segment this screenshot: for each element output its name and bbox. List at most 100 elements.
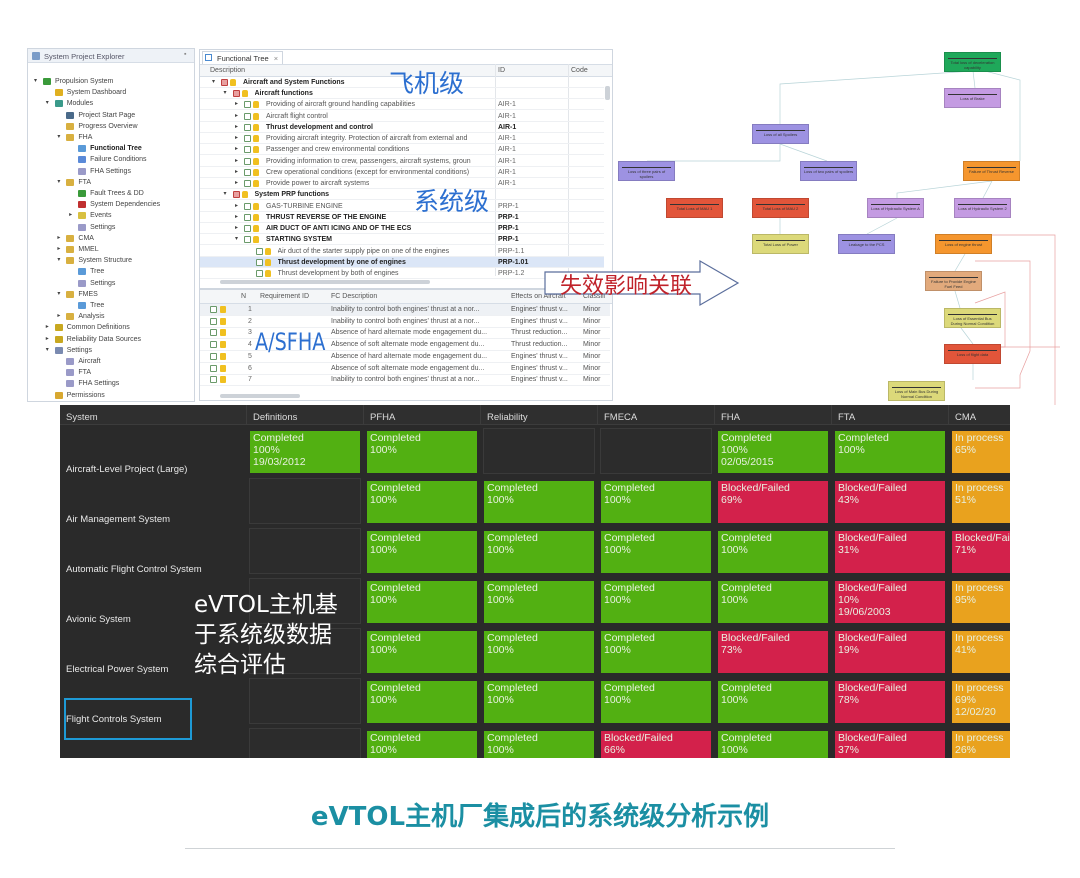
- checkbox-icon[interactable]: [210, 341, 217, 349]
- chevron-down-icon[interactable]: ▾: [57, 257, 61, 264]
- column-header-pfha[interactable]: PFHA: [364, 405, 481, 425]
- explorer-item[interactable]: ▸Common Definitions: [28, 322, 194, 333]
- checkbox-icon[interactable]: [244, 225, 251, 233]
- tree-row[interactable]: ▾Aircraft and System Functions: [200, 77, 604, 88]
- checkbox-icon[interactable]: [244, 146, 251, 154]
- tree-row[interactable]: ▸Providing information to crew, passenge…: [200, 156, 604, 167]
- function-group-icon[interactable]: [221, 79, 228, 86]
- explorer-item[interactable]: Tree: [28, 300, 194, 311]
- explorer-item[interactable]: Tree: [28, 266, 194, 277]
- explorer-item[interactable]: ▸Events: [28, 210, 194, 221]
- explorer-item[interactable]: ▸Reliability Data Sources: [28, 334, 194, 345]
- tree-row[interactable]: Air duct of the starter supply pipe on o…: [200, 246, 604, 257]
- chevron-right-icon[interactable]: ▸: [45, 335, 49, 342]
- chevron-right-icon[interactable]: ▸: [235, 157, 239, 164]
- chevron-right-icon[interactable]: ▸: [45, 324, 49, 331]
- column-header-definitions[interactable]: Definitions: [247, 405, 364, 425]
- failure-node[interactable]: Leakage to the PCS: [838, 234, 895, 254]
- function-group-icon[interactable]: [232, 90, 240, 98]
- system-name[interactable]: Electrical Power System: [66, 664, 169, 675]
- chevron-right-icon[interactable]: ▸: [235, 135, 239, 142]
- explorer-item[interactable]: Functional Tree: [28, 143, 194, 154]
- failure-node[interactable]: Loss of Essential Bus During Normal Cond…: [944, 308, 1001, 328]
- chevron-right-icon[interactable]: ▸: [69, 212, 73, 219]
- explorer-item[interactable]: FHA Settings: [28, 166, 194, 177]
- checkbox-icon[interactable]: [210, 364, 217, 372]
- explorer-item[interactable]: ▾FTA: [28, 177, 194, 188]
- chevron-right-icon[interactable]: ▸: [235, 180, 239, 187]
- fc-horizontal-scrollbar[interactable]: [220, 394, 300, 398]
- explorer-item[interactable]: Progress Overview: [28, 121, 194, 132]
- status-cell-blocked[interactable]: Blocked/Failed71%: [952, 531, 1010, 573]
- chevron-right-icon[interactable]: ▸: [235, 225, 239, 232]
- checkbox-icon[interactable]: [244, 101, 251, 109]
- checkbox-icon[interactable]: [210, 306, 217, 313]
- function-group-icon[interactable]: [232, 191, 240, 199]
- horizontal-scrollbar[interactable]: [220, 280, 430, 284]
- chevron-right-icon[interactable]: ▸: [57, 313, 61, 320]
- failure-node[interactable]: Total loss of deceleration capability: [944, 52, 1001, 72]
- chevron-down-icon[interactable]: ▾: [57, 134, 61, 140]
- explorer-item[interactable]: Settings: [28, 222, 194, 233]
- system-name[interactable]: Automatic Flight Control System: [66, 564, 202, 575]
- column-header-system[interactable]: System: [60, 405, 247, 425]
- checkbox-icon[interactable]: [244, 213, 251, 221]
- failure-node[interactable]: Loss of all Spoilers: [752, 124, 809, 144]
- chevron-right-icon[interactable]: ▸: [235, 101, 239, 108]
- checkbox-icon[interactable]: [244, 157, 251, 165]
- failure-node[interactable]: Failure of Thrust Reverse: [963, 161, 1020, 181]
- checkbox-icon[interactable]: [210, 376, 217, 384]
- column-header-reliability[interactable]: Reliability: [481, 405, 598, 425]
- checkbox-icon[interactable]: [244, 180, 251, 188]
- explorer-item[interactable]: Fault Trees & DD: [28, 188, 194, 199]
- chevron-down-icon[interactable]: ▾: [34, 78, 38, 84]
- failure-node[interactable]: Loss of engine thrust: [935, 234, 992, 254]
- failure-node[interactable]: Total Loss of MAU 2: [752, 198, 809, 218]
- chevron-right-icon[interactable]: ▸: [235, 213, 239, 220]
- failure-node[interactable]: Loss of Main Bus During Normal Condition: [888, 381, 945, 401]
- checkbox-icon[interactable]: [244, 236, 251, 244]
- checkbox-icon[interactable]: [244, 123, 251, 131]
- tree-row[interactable]: ▸Providing of aircraft ground handling c…: [200, 99, 604, 111]
- explorer-item[interactable]: System Dashboard: [28, 87, 194, 98]
- failure-node[interactable]: Total Loss of MAU 1: [666, 198, 723, 218]
- checkbox-icon[interactable]: [210, 352, 217, 360]
- failure-node[interactable]: Total Loss of Power: [752, 234, 809, 254]
- checkbox-icon[interactable]: [244, 168, 251, 176]
- checkbox-icon[interactable]: [255, 247, 263, 255]
- failure-node[interactable]: Loss of Hydraulic System A: [867, 198, 924, 218]
- checkbox-icon[interactable]: [210, 329, 217, 337]
- explorer-item[interactable]: Settings: [28, 278, 194, 289]
- tree-row[interactable]: ▸Providing aircraft integrity. Protectio…: [200, 133, 604, 145]
- col-n[interactable]: N: [241, 293, 247, 300]
- checkbox-icon[interactable]: [255, 258, 263, 266]
